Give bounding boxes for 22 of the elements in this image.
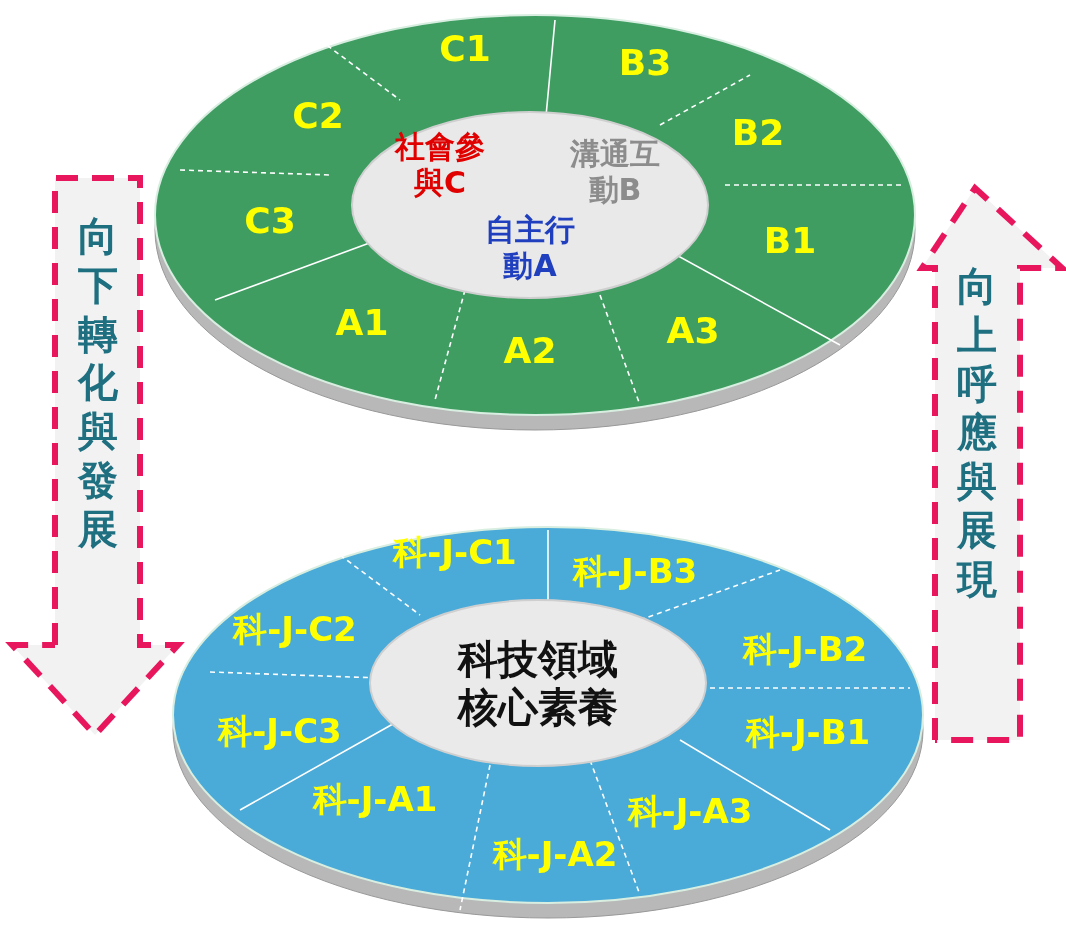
segment-label: 科-J-C1 [393, 531, 517, 574]
segment-label: B1 [763, 219, 817, 261]
segment-label: 科-J-A2 [492, 833, 618, 876]
segment-label: A2 [503, 329, 557, 371]
segment-label: 科-J-C2 [233, 608, 357, 651]
segment-label: 科-J-A3 [627, 790, 753, 833]
segment-label: C2 [292, 94, 344, 136]
segment-label: C3 [244, 199, 296, 241]
center-label: 科技領域核心素養 [456, 635, 619, 731]
segment-label: 科-J-B3 [572, 550, 698, 593]
segment-label: A1 [335, 301, 389, 343]
segment-label: B2 [731, 111, 785, 153]
segment-label: 科-J-A1 [312, 778, 438, 821]
segment-label: 科-J-B1 [745, 711, 871, 754]
segment-label: 科-J-C3 [218, 710, 342, 753]
segment-label: A3 [666, 309, 720, 351]
center-label: 自主行動A [484, 212, 576, 284]
segment-label: C1 [439, 27, 491, 69]
segment-label: B3 [618, 41, 672, 83]
center-label: 社會參與C [393, 129, 486, 201]
center-label: 溝通互動B [569, 136, 661, 208]
segment-label: 科-J-B2 [742, 628, 868, 671]
